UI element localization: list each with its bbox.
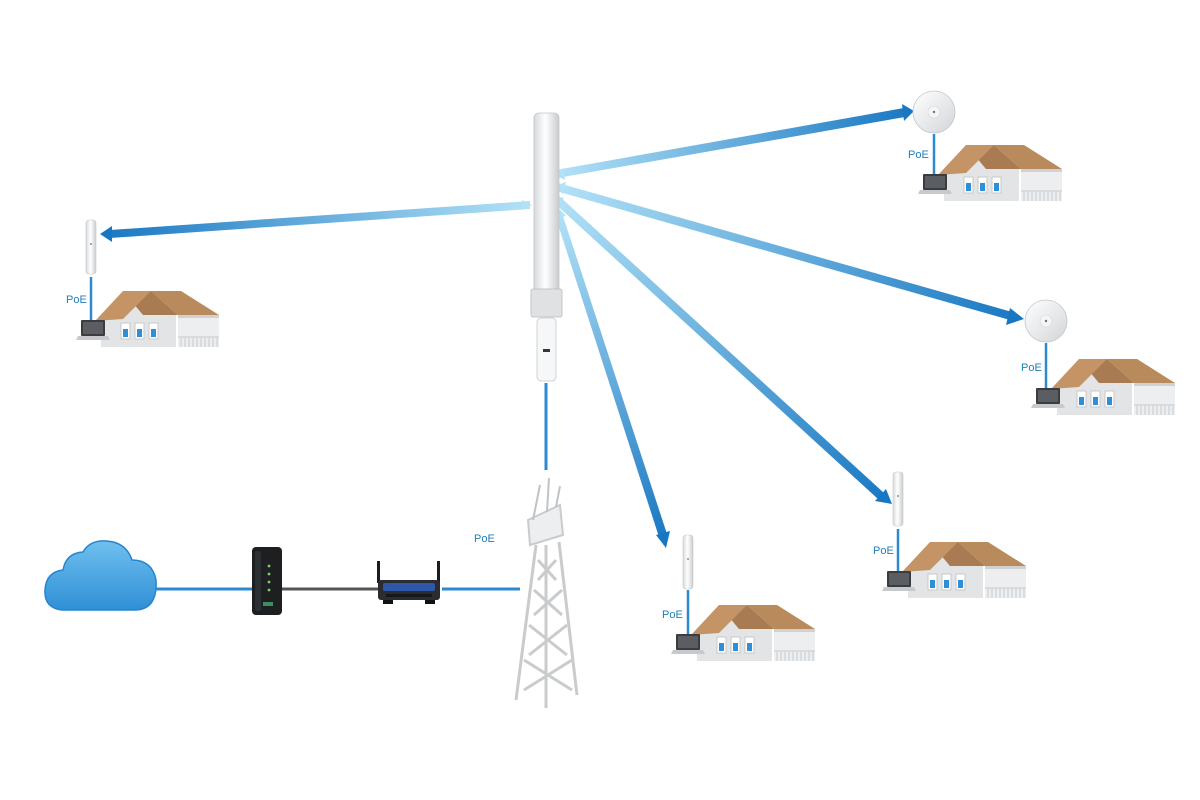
sector-antenna-icon [530, 112, 563, 382]
laptop-icon [918, 174, 952, 194]
wired-backbone [155, 383, 548, 591]
wireless-links [100, 104, 1024, 548]
link-to-top-right-station [553, 104, 914, 180]
station-top-right: PoE [908, 90, 1063, 202]
station-bottom-center: PoE [662, 534, 816, 662]
cloud-icon [44, 540, 157, 611]
laptop-icon [882, 571, 916, 591]
station-mid-right: PoE [1021, 299, 1176, 416]
station-bottom-right: PoE [873, 471, 1027, 599]
laptop-icon [671, 634, 705, 654]
house-icon [1050, 358, 1176, 416]
station-left: PoE [66, 219, 220, 348]
poe-label: PoE [873, 545, 894, 557]
poe-label: PoE [1021, 362, 1042, 374]
house-icon [94, 290, 220, 348]
dish-client-icon [912, 90, 956, 134]
poe-label-tower: PoE [474, 533, 495, 545]
sector-client-icon [892, 471, 904, 527]
laptop-icon [76, 320, 110, 340]
poe-label: PoE [66, 294, 87, 306]
router-icon [377, 561, 440, 604]
dish-client-icon [1024, 299, 1068, 343]
poe-label: PoE [662, 609, 683, 621]
poe-label: PoE [908, 149, 929, 161]
link-to-mid-right-station [555, 182, 1024, 325]
sector-client-icon [85, 219, 97, 275]
tower-icon [514, 477, 579, 708]
house-icon [901, 541, 1027, 599]
link-to-left-station [100, 200, 532, 242]
house-icon [937, 144, 1063, 202]
laptop-icon [1031, 388, 1065, 408]
house-icon [690, 604, 816, 662]
modem-icon [252, 547, 282, 615]
link-to-bottom-center-station [554, 207, 670, 548]
sector-client-icon [682, 534, 694, 590]
